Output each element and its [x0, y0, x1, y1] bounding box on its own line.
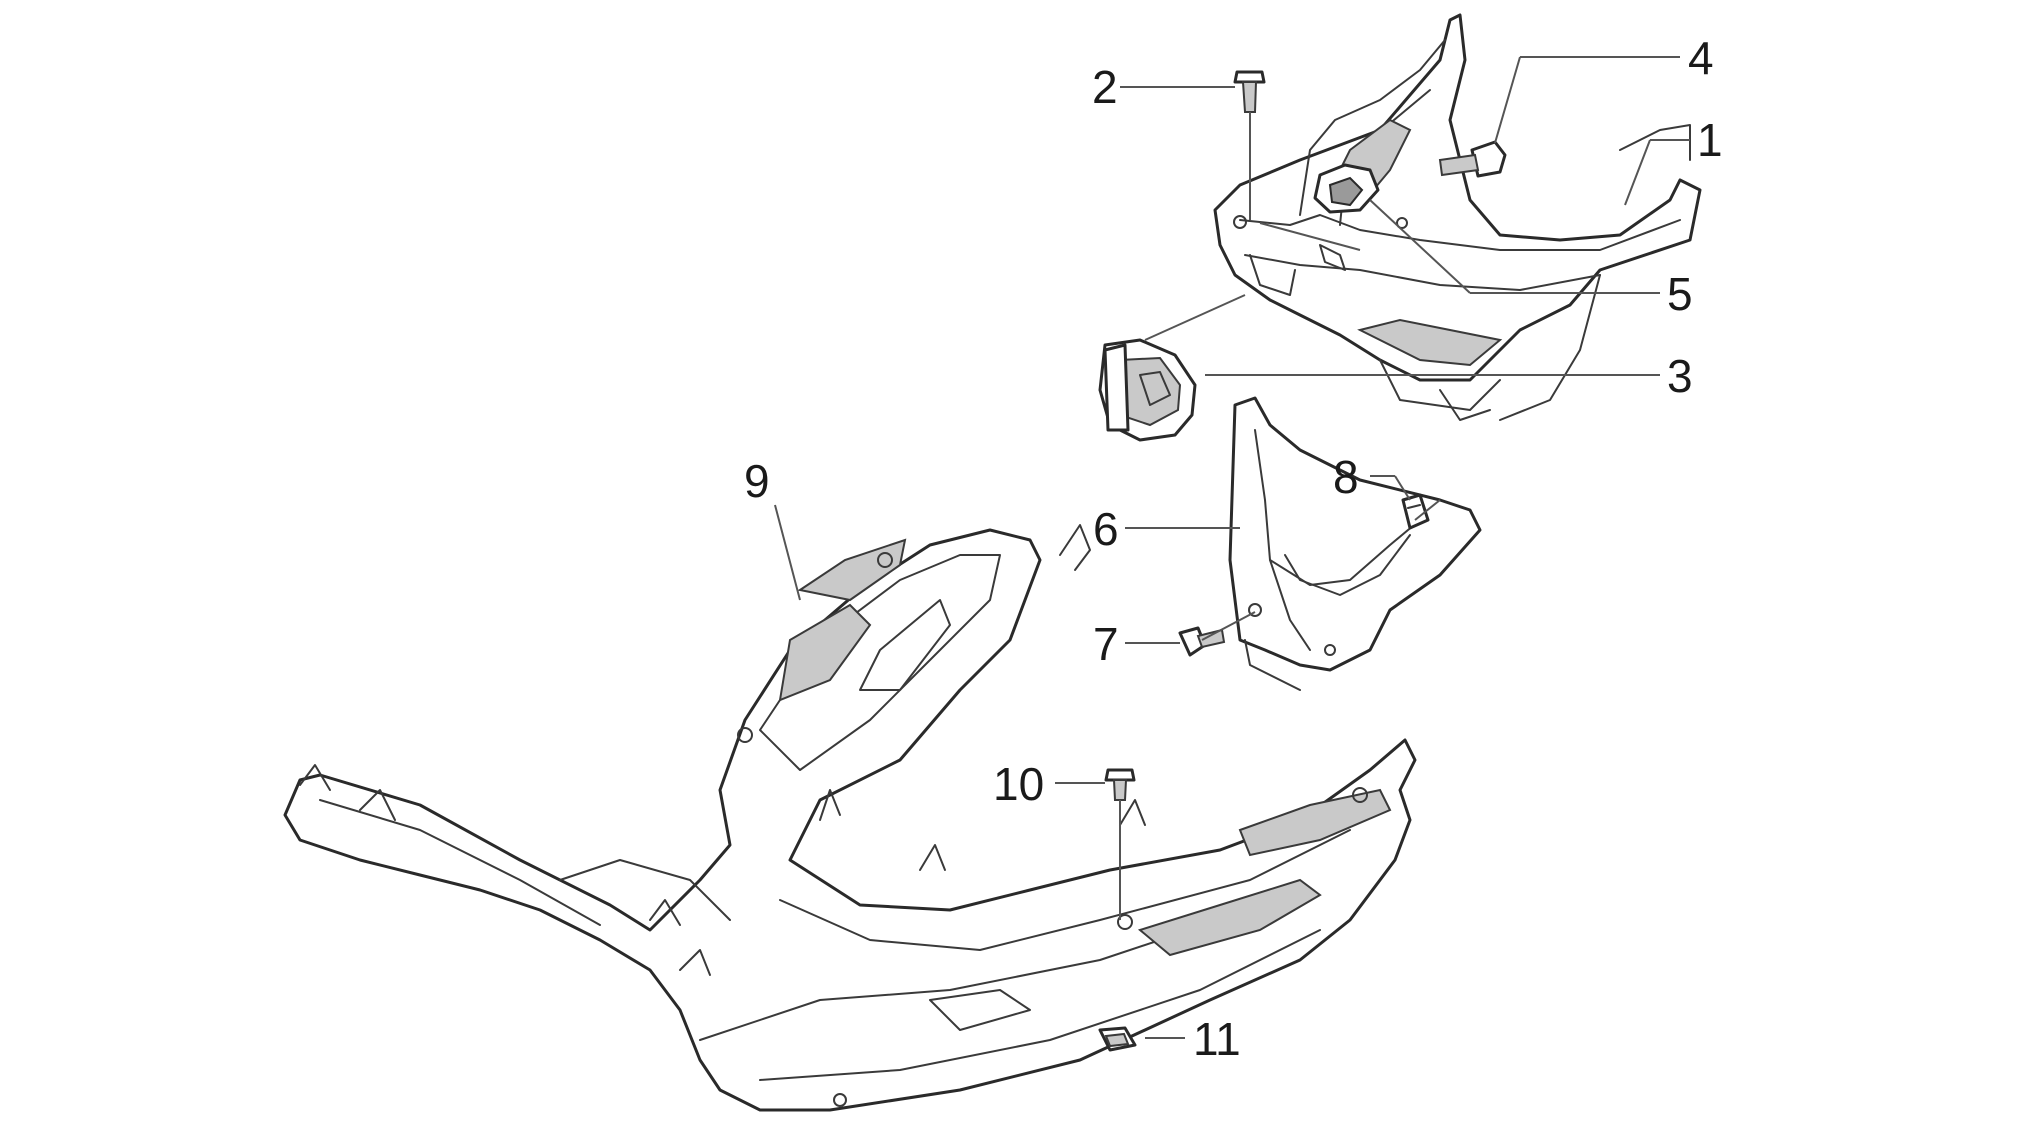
- leader-lines: [774, 56, 1690, 1039]
- callout-8: 8: [1333, 451, 1359, 503]
- part-screw-10: [1104, 768, 1136, 801]
- callout-5: 5: [1667, 268, 1693, 320]
- callout-2: 2: [1092, 61, 1118, 113]
- part-spacer-5: [1313, 163, 1380, 214]
- part-lower-cover-6: [1228, 396, 1482, 691]
- callout-1: 1: [1697, 114, 1723, 166]
- callout-4: 4: [1688, 32, 1714, 84]
- callout-9: 9: [744, 455, 770, 507]
- part-legshield-cover-1: [1213, 13, 1702, 421]
- callout-11: 11: [1193, 1013, 1241, 1065]
- callout-3: 3: [1667, 350, 1693, 402]
- callout-6: 6: [1093, 503, 1119, 555]
- part-clip-nut-11: [1098, 1026, 1137, 1052]
- part-grommet-3: [1098, 338, 1197, 442]
- part-screw-2: [1233, 70, 1266, 113]
- part-bolt-4: [1438, 140, 1507, 178]
- part-footboard-9: [283, 524, 1417, 1112]
- callout-10: 10: [993, 758, 1044, 810]
- callout-7: 7: [1093, 618, 1119, 670]
- part-screw-7: [1178, 626, 1226, 657]
- part-clip-8: [1401, 493, 1430, 530]
- callout-labels: 1 2 3 4 5 6 7 8 9 10 11: [744, 32, 1723, 1065]
